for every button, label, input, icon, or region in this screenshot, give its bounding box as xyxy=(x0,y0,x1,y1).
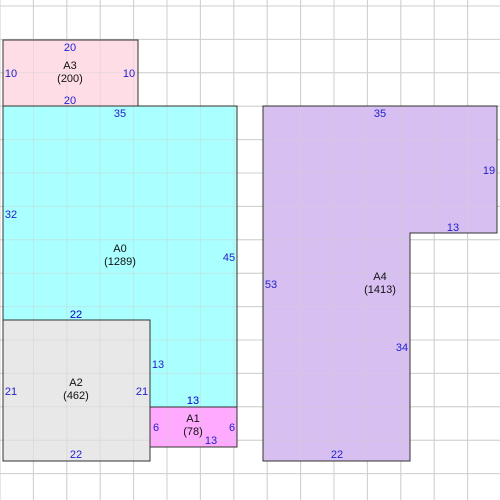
room-a1-dim-top: 13 xyxy=(187,395,199,407)
room-a4-dim-right: 19 xyxy=(483,165,495,177)
room-a2-dim-right: 21 xyxy=(136,386,148,398)
room-a4-dim-top: 35 xyxy=(374,108,386,120)
room-a1-name: A1 xyxy=(186,413,199,425)
room-a4-name: A4 xyxy=(373,271,386,283)
room-a0-dim-inner-right: 13 xyxy=(152,359,164,371)
room-a2-dim-bottom: 22 xyxy=(70,449,82,461)
room-a0-dim-left: 32 xyxy=(5,209,17,221)
room-a1-dim-right: 6 xyxy=(229,422,235,434)
room-a4-area: (1413) xyxy=(364,284,396,296)
room-a0-dim-right: 45 xyxy=(223,252,235,264)
room-a3-name: A3 xyxy=(63,60,76,72)
room-a3-dim-top: 20 xyxy=(64,42,76,54)
room-a0-dim-top: 35 xyxy=(114,108,126,120)
room-a0-dim-inner-top: 22 xyxy=(70,309,82,321)
room-a3-area: (200) xyxy=(57,73,83,85)
room-a2-name: A2 xyxy=(69,377,82,389)
room-a4-shape-outline xyxy=(262,105,498,462)
room-a2-dim-top: 22 xyxy=(70,309,82,321)
room-a2-dim-left: 21 xyxy=(5,386,17,398)
room-a2-shape-outline xyxy=(2,319,151,462)
room-a4-dim-bottom: 22 xyxy=(331,449,343,461)
room-a4-dim-inner-right: 34 xyxy=(396,342,408,354)
room-a1-dim-bottom: 13 xyxy=(205,435,217,447)
room-a0-area: (1289) xyxy=(104,256,136,268)
room-a1-area: (78) xyxy=(183,426,203,438)
room-a4-dim-left: 53 xyxy=(265,279,277,291)
room-a1-dim-left: 6 xyxy=(153,422,159,434)
room-a3-dim-right: 10 xyxy=(123,68,135,80)
room-a0-dim-bottom: 13 xyxy=(187,395,199,407)
room-a0-name: A0 xyxy=(113,243,126,255)
room-a3-dim-bottom: 20 xyxy=(64,95,76,107)
room-a1-shape-outline xyxy=(149,406,238,448)
room-a4-dim-notch: 13 xyxy=(447,222,459,234)
room-a2-area: (462) xyxy=(63,390,89,402)
room-a3-dim-left: 10 xyxy=(5,68,17,80)
